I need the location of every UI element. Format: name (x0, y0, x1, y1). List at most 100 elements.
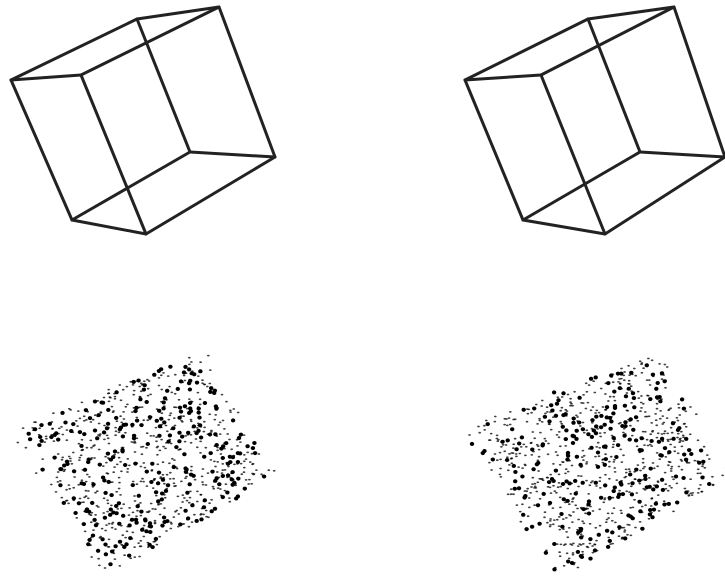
random-dot (75, 517, 78, 519)
random-dot (654, 387, 658, 391)
random-dot (214, 414, 217, 416)
random-dot (620, 512, 623, 514)
random-dot (586, 461, 589, 463)
random-dot (97, 506, 100, 508)
random-dot (201, 476, 204, 478)
random-dot (611, 543, 614, 545)
random-dot (65, 489, 68, 491)
random-dot (598, 508, 601, 510)
random-dot (253, 473, 256, 475)
random-dot (218, 477, 221, 479)
random-dot (115, 430, 118, 432)
random-dot (468, 434, 471, 436)
random-dot (161, 406, 165, 410)
random-dot (45, 438, 48, 440)
random-dot (532, 451, 535, 453)
random-dot (243, 467, 246, 469)
random-dot (80, 502, 83, 504)
random-dot (613, 406, 617, 410)
random-dot (199, 436, 203, 440)
random-dot (619, 449, 622, 451)
random-dot (111, 455, 115, 459)
random-dot (668, 485, 671, 487)
random-dot (107, 473, 110, 475)
random-dot (648, 477, 651, 479)
random-dot (210, 499, 213, 501)
random-dot (558, 525, 561, 527)
random-dot (138, 406, 141, 408)
random-dot (56, 477, 59, 479)
random-dot (55, 491, 58, 493)
random-dot (134, 500, 137, 502)
random-dot (594, 527, 597, 529)
random-dot (523, 490, 526, 492)
random-dot (664, 430, 667, 432)
random-dot (160, 492, 164, 496)
random-dot (16, 442, 19, 444)
random-dot (677, 420, 680, 422)
random-dot (73, 476, 76, 478)
random-dot (98, 423, 101, 425)
random-dot (490, 469, 493, 471)
random-dot (562, 518, 565, 520)
random-dot (71, 422, 75, 426)
random-dot (137, 542, 140, 544)
random-dot (505, 418, 508, 420)
random-dot (636, 445, 639, 447)
random-dot (247, 483, 250, 485)
random-dot (613, 467, 616, 469)
random-dot (611, 513, 614, 515)
random-dot (534, 486, 537, 488)
random-dot (592, 510, 595, 512)
random-dot (561, 425, 565, 429)
random-dot (603, 499, 606, 501)
random-dot (82, 482, 86, 486)
random-dot (186, 472, 189, 474)
random-dot (273, 470, 276, 472)
random-dot (609, 396, 612, 398)
random-dot (203, 384, 206, 386)
random-dot (547, 453, 550, 455)
dot-cloud-cube-right (468, 358, 725, 572)
random-dot (135, 419, 139, 423)
random-dot (576, 508, 579, 510)
random-dot (567, 394, 570, 396)
random-dot (250, 483, 253, 485)
random-dot (52, 456, 56, 460)
random-dot (150, 545, 154, 549)
random-dot (685, 461, 688, 463)
random-dot (594, 412, 597, 414)
random-dot (546, 477, 549, 479)
random-dot (500, 440, 504, 444)
random-dot (666, 417, 669, 419)
random-dot (193, 514, 196, 516)
random-dot (104, 552, 108, 556)
random-dot (252, 463, 255, 465)
random-dot (638, 483, 641, 485)
random-dot (520, 435, 524, 439)
random-dot (581, 427, 585, 431)
random-dot (708, 458, 711, 460)
random-dot (544, 511, 547, 513)
random-dot (128, 507, 131, 509)
random-dot (162, 420, 166, 424)
random-dot (94, 414, 97, 416)
random-dot (585, 408, 588, 410)
random-dot (571, 405, 574, 407)
random-dot (573, 562, 576, 564)
random-dot (93, 457, 96, 459)
random-dot (81, 469, 84, 471)
random-dot (41, 458, 44, 460)
random-dot (179, 448, 182, 450)
random-dot (198, 416, 201, 418)
random-dot (605, 529, 609, 533)
random-dot (538, 420, 541, 422)
random-dot (541, 421, 544, 423)
random-dot (642, 403, 645, 405)
random-dot (141, 406, 144, 408)
random-dot (698, 488, 701, 490)
random-dot (240, 463, 243, 465)
random-dot (208, 502, 211, 504)
random-dot (552, 542, 556, 546)
random-dot (658, 399, 662, 403)
